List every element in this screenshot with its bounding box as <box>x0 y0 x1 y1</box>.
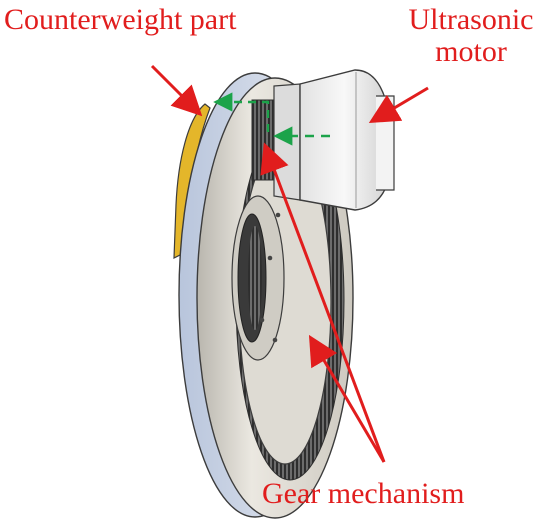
gear-arrow-lower <box>308 334 386 463</box>
ultrasonic-motor-arrow <box>368 86 429 124</box>
gear-arrow-upper <box>260 142 386 463</box>
pinion-gear <box>251 99 275 181</box>
counterweight-label: Counterweight part <box>4 3 237 36</box>
rotation-arrow <box>213 92 270 132</box>
ultrasonic-label-line1: Ultrasonic <box>408 3 534 36</box>
bolt-hole <box>275 212 281 218</box>
ultrasonic-motor-body <box>299 69 389 211</box>
ultrasonic-motor-label: Ultrasonic motor <box>398 3 544 69</box>
bolt-hole <box>272 337 278 343</box>
gear-mechanism-label: Gear mechanism <box>262 477 465 510</box>
bolt-hole <box>259 317 265 323</box>
ultrasonic-label-line2: motor <box>435 35 507 69</box>
center-hub-inner-teeth <box>248 226 262 330</box>
bolt-hole <box>267 255 273 261</box>
counterweight-arrow <box>150 64 203 117</box>
